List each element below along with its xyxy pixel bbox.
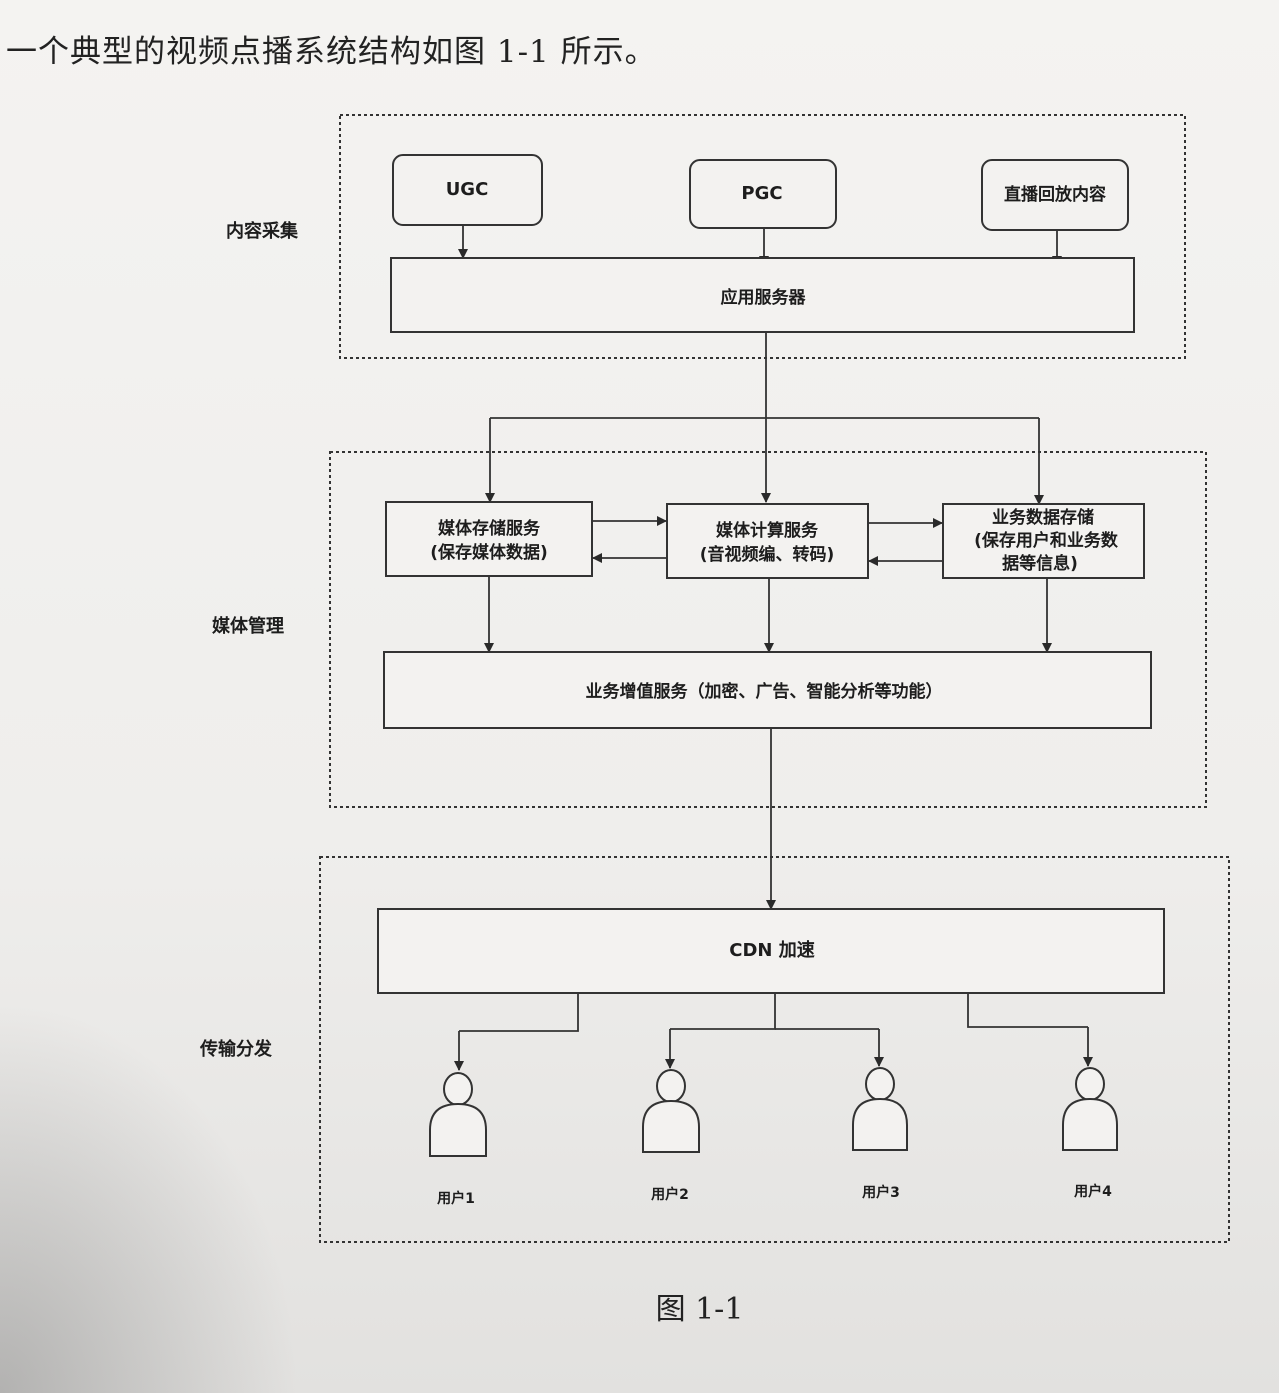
media-storage-box: 媒体存储服务 (保存媒体数据) xyxy=(385,501,593,577)
user-4-label: 用户4 xyxy=(1074,1183,1112,1200)
app-server-label: 应用服务器 xyxy=(721,287,807,308)
user-3-icon xyxy=(852,1067,908,1151)
user-1: 用户1 xyxy=(429,1072,487,1207)
delivery-section-frame xyxy=(319,856,1230,1243)
source-ugc: UGC xyxy=(392,154,543,226)
source-pgc: PGC xyxy=(689,159,837,229)
section-label-content: 内容采集 xyxy=(226,220,299,242)
media-compute-desc: (音视频编、转码) xyxy=(700,544,835,565)
intro-text: 一个典型的视频点播系统结构如图 1-1 所示。 xyxy=(6,34,657,70)
user-2: 用户2 xyxy=(642,1069,700,1203)
user-4-icon xyxy=(1062,1067,1118,1151)
cdn-box: CDN 加速 xyxy=(377,908,1165,994)
section-label-media: 媒体管理 xyxy=(212,615,284,637)
section-label-delivery: 传输分发 xyxy=(199,1038,273,1060)
source-ugc-label: UGC xyxy=(446,179,489,200)
user-3: 用户3 xyxy=(852,1067,908,1201)
business-storage-title: 业务数据存储 xyxy=(992,507,1094,528)
user-2-icon xyxy=(642,1069,700,1153)
content-section-frame xyxy=(339,114,1186,359)
user-1-label: 用户1 xyxy=(437,1190,475,1207)
value-added-service-label: 业务增值服务（加密、广告、智能分析等功能） xyxy=(586,681,943,702)
user-4: 用户4 xyxy=(1062,1067,1118,1200)
business-storage-desc-1: (保存用户和业务数 xyxy=(974,530,1119,551)
media-compute-title: 媒体计算服务 xyxy=(716,520,819,541)
business-storage-desc-2: 据等信息) xyxy=(1002,553,1078,574)
cdn-label: CDN 加速 xyxy=(729,939,814,961)
source-live-replay-label: 直播回放内容 xyxy=(1004,184,1106,205)
media-storage-desc: (保存媒体数据) xyxy=(430,542,548,563)
value-added-service-box: 业务增值服务（加密、广告、智能分析等功能） xyxy=(383,651,1152,729)
media-compute-box: 媒体计算服务 (音视频编、转码) xyxy=(666,503,869,579)
source-live-replay: 直播回放内容 xyxy=(981,159,1129,231)
photo-shadow xyxy=(0,1000,300,1393)
source-pgc-label: PGC xyxy=(741,183,782,204)
business-storage-box: 业务数据存储 (保存用户和业务数 据等信息) xyxy=(942,503,1145,579)
app-server-box: 应用服务器 xyxy=(390,257,1135,333)
figure-caption: 图 1-1 xyxy=(655,1292,744,1327)
media-section-frame xyxy=(329,451,1207,808)
user-1-icon xyxy=(429,1072,487,1157)
media-storage-title: 媒体存储服务 xyxy=(438,518,541,539)
user-3-label: 用户3 xyxy=(862,1184,900,1201)
user-2-label: 用户2 xyxy=(651,1186,689,1203)
